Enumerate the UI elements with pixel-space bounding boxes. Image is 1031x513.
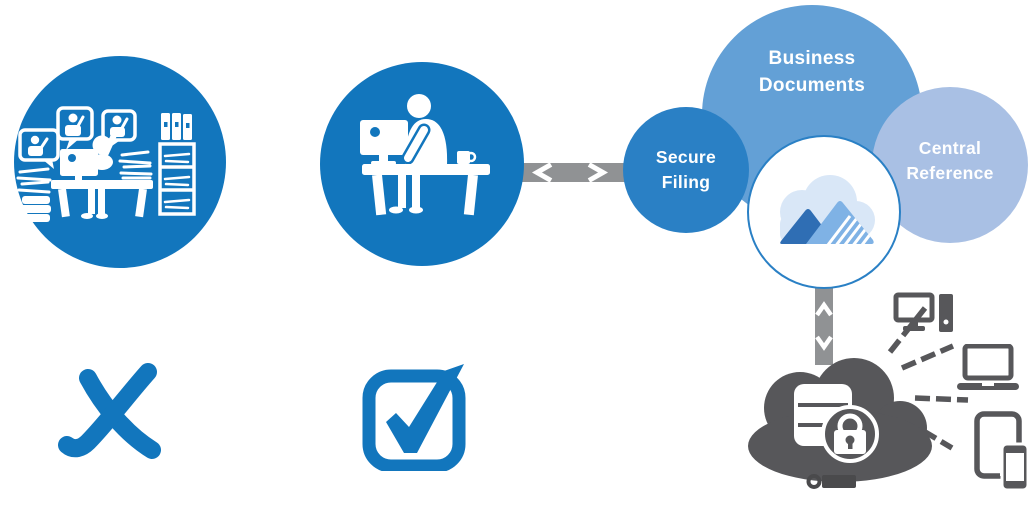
binder-shelf-icon [158,113,196,216]
secure-filing-circle: Secure Filing [623,107,749,233]
speech-bubble-caller-icon [56,106,94,150]
monitor-icon [60,149,98,181]
paper-pile-icon [118,150,153,180]
secure-filing-label: Secure Filing [655,147,717,192]
cluttered-office-icon [16,106,196,222]
padlock-icon [821,405,879,463]
horizontal-double-arrow-icon [505,161,635,185]
monitor-icon [360,120,408,165]
tablet-phone-icon [974,408,1031,494]
floor-clutter-icon [16,167,52,222]
desktop-computer-icon [893,292,955,340]
central-reference-label: Central Reference [906,138,994,183]
speech-bubble-caller-icon [18,128,60,169]
secure-cloud-icon [742,358,938,483]
coffee-cup-icon [457,151,477,164]
cluttered-office-circle [14,56,226,268]
cloud-document-logo-icon [780,175,875,244]
desk-icon [51,180,153,219]
organised-desk-icon [360,94,490,216]
organised-desk-circle [320,62,524,266]
check-icon [360,356,480,471]
laptop-icon [956,344,1020,392]
small-dark-logo-mark [805,472,857,490]
vertical-double-arrow-icon [814,287,834,365]
business-documents-label: Business Documents [758,48,866,96]
cross-icon [58,358,168,468]
hub-circle [747,135,901,289]
worker-icon [401,94,448,165]
desk-icon [362,164,490,216]
